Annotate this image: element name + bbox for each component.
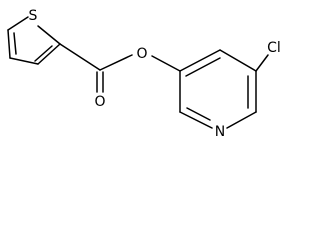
ester-oxygen-label: O xyxy=(136,46,147,62)
carbonyl-oxygen-label: O xyxy=(94,94,105,110)
bond-c2-c3 xyxy=(37,43,61,65)
bond-carbonyl-ester-o xyxy=(99,54,133,71)
structure-diagram: S O O Cl N xyxy=(7,8,281,140)
bond-n-c2p-inner xyxy=(186,107,211,121)
bond-c3-c4p xyxy=(179,49,221,72)
bond-c3-c4p-inner xyxy=(185,57,221,77)
pyridine-ring xyxy=(179,49,269,129)
bond-c5-s xyxy=(7,16,29,31)
pyridine-nitrogen-label: N xyxy=(215,124,225,140)
bond-c2-carbonyl xyxy=(59,43,101,71)
bond-c4-c5 xyxy=(7,29,11,59)
bond-ester-o-pyridine xyxy=(151,55,181,72)
ester-linkage xyxy=(59,43,181,93)
bond-c4-c5-inner xyxy=(13,32,17,55)
bond-n-c2p xyxy=(179,111,213,129)
bond-c6p-n xyxy=(226,111,257,129)
sulfur-label: S xyxy=(29,8,38,24)
bond-s-c2 xyxy=(37,25,61,45)
bond-c4p-c5p xyxy=(219,49,257,72)
bond-c3-c4 xyxy=(9,57,39,65)
bond-c2-c3-inner xyxy=(34,45,53,62)
chlorine-label: Cl xyxy=(267,40,281,56)
atom-labels: S O O Cl N xyxy=(29,8,281,140)
thiophene-ring xyxy=(7,16,61,65)
molecule-structure: S O O Cl N xyxy=(7,8,281,140)
bond-c5p-cl xyxy=(255,54,269,72)
